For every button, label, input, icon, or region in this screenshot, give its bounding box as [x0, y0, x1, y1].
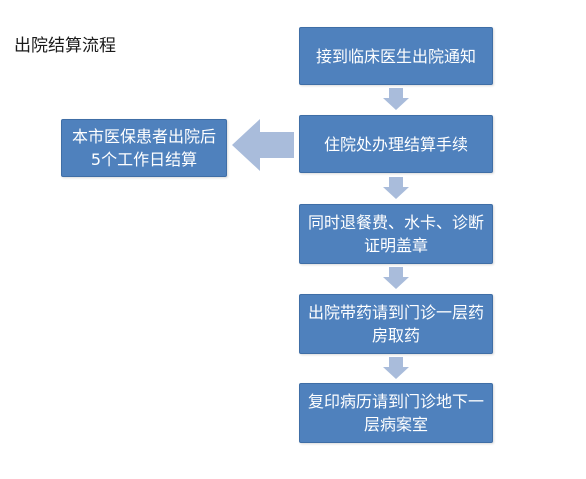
side-note-label: 本市医保患者出院后5个工作日结算: [71, 127, 216, 169]
step-4-label: 出院带药请到门诊一层药房取药: [307, 303, 484, 345]
diagram-title: 出院结算流程: [14, 36, 116, 56]
step-5-label: 复印病历请到门诊地下一层病案室: [307, 392, 484, 434]
down-arrow-2: [383, 177, 409, 199]
down-arrow-1: [383, 88, 409, 110]
down-arrow-3: [383, 267, 409, 289]
step-3-label: 同时退餐费、水卡、诊断证明盖章: [307, 213, 484, 255]
step-5-box: 复印病历请到门诊地下一层病案室: [299, 383, 493, 443]
side-note-box: 本市医保患者出院后5个工作日结算: [61, 119, 227, 177]
step-2-label: 住院处办理结算手续: [323, 134, 468, 154]
step-4-box: 出院带药请到门诊一层药房取药: [299, 294, 493, 354]
left-arrow: [232, 119, 294, 171]
step-1-label: 接到临床医生出院通知: [315, 46, 476, 66]
down-arrow-4: [383, 357, 409, 379]
step-3-box: 同时退餐费、水卡、诊断证明盖章: [299, 204, 493, 264]
step-2-box: 住院处办理结算手续: [299, 115, 493, 173]
step-1-box: 接到临床医生出院通知: [299, 27, 493, 85]
